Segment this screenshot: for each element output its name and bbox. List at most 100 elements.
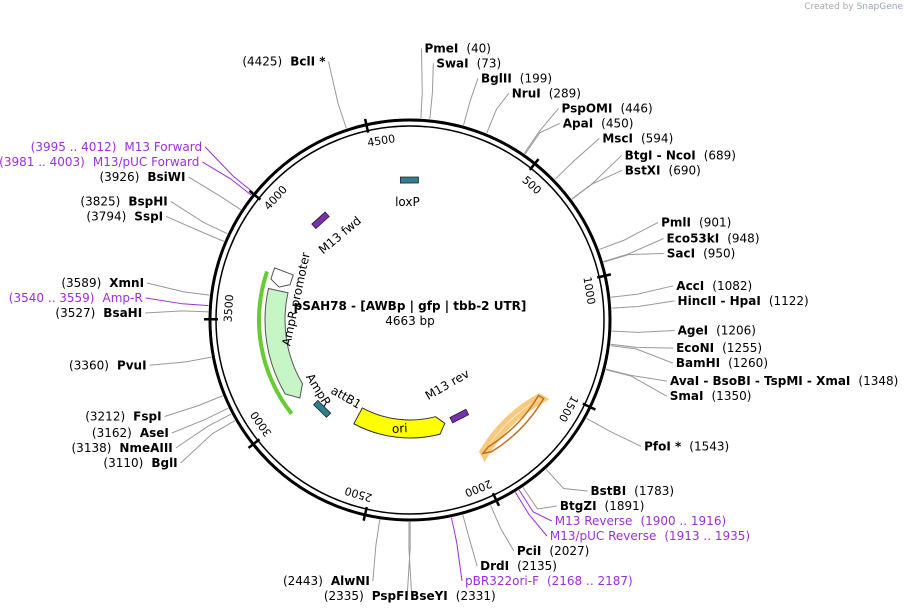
loxp-marker[interactable]: [400, 176, 419, 184]
site-alwni[interactable]: (2443)AlwNI: [283, 574, 370, 588]
site-pfoi[interactable]: PfoI *(1543): [644, 439, 729, 453]
site-pcii[interactable]: PciI(2027): [517, 544, 589, 558]
site-bseyi[interactable]: BseYI(2331): [410, 589, 496, 603]
label-name: PspOMI: [562, 101, 613, 115]
site-position: (594): [641, 131, 673, 145]
primer-range: (1900 .. 1916): [640, 514, 726, 528]
site-msci[interactable]: MscI(594): [602, 131, 673, 145]
attb1-label: attB1: [329, 383, 364, 411]
site-position: (3360): [69, 358, 109, 372]
site-position: (1348): [858, 374, 898, 388]
label-name: M13/pUC Reverse: [550, 529, 657, 543]
site-drdi[interactable]: DrdI(2135): [480, 559, 557, 573]
site-leader-line: [175, 413, 232, 449]
site-smai[interactable]: SmaI(1350): [670, 389, 752, 403]
primer-m13-puc-forward[interactable]: (3981 .. 4003)M13/pUC Forward: [0, 155, 199, 169]
site-position: (3162): [92, 426, 132, 440]
site-pmli[interactable]: PmlI(901): [661, 215, 731, 229]
label-name: HincII - HpaI: [678, 294, 761, 308]
site-leader-line: [610, 285, 674, 298]
primer-pbr322ori-f[interactable]: pBR322ori-F(2168 .. 2187): [465, 574, 633, 588]
site-nmeaiii[interactable]: (3138)NmeAIII: [72, 441, 173, 455]
label-name: M13/pUC Forward: [93, 155, 200, 169]
site-apai[interactable]: ApaI(450): [563, 116, 634, 130]
label-name: BglI: [151, 456, 177, 470]
label-name: PspFI: [372, 589, 409, 603]
site-avai-bsobi-tspmi-xmai[interactable]: AvaI - BsoBI - TspMI - XmaI (1348): [670, 374, 898, 388]
site-asei[interactable]: (3162)AseI: [92, 426, 169, 440]
ori-arrow[interactable]: [353, 407, 446, 439]
label-name: DrdI: [480, 559, 509, 573]
site-nrui[interactable]: NruI(289): [512, 86, 581, 100]
label-name: BsiWI: [147, 170, 185, 184]
label-name: PmlI: [661, 215, 691, 229]
site-leader-line: [611, 330, 675, 333]
site-btgzi[interactable]: BtgZI(1891): [560, 499, 645, 513]
credit-prefix: Created by: [804, 2, 854, 12]
site-bgli[interactable]: (3110) BglI: [103, 456, 177, 470]
site-leader-line: [463, 78, 479, 126]
site-leader-line: [146, 282, 210, 296]
site-leader-line: [523, 108, 559, 154]
site-position: (3110): [103, 456, 143, 470]
primer-amp-r[interactable]: (3540 .. 3559)Amp-R: [9, 291, 143, 305]
site-pspomi[interactable]: PspOMI(446): [562, 101, 653, 115]
site-bsiwi[interactable]: (3926)BsiWI: [99, 170, 185, 184]
primer-range: (1913 .. 1935): [664, 529, 750, 543]
site-bsahi[interactable]: (3527)BsaHI: [55, 306, 142, 320]
site-bsphi[interactable]: (3825)BspHI: [80, 194, 167, 208]
site-position: (3527): [55, 306, 95, 320]
site-bglii[interactable]: BglII(199): [481, 71, 552, 85]
attb1-marker[interactable]: [313, 399, 332, 418]
label-name: NruI: [512, 86, 541, 100]
label-name: EcoNI: [676, 341, 714, 355]
ampr-promoter-arrow[interactable]: [270, 267, 294, 288]
site-leader-line: [603, 238, 664, 263]
ampr-arrow[interactable]: [264, 287, 304, 399]
site-position: (40): [466, 41, 491, 55]
site-hincii-hpai[interactable]: HincII - HpaI(1122): [678, 294, 809, 308]
m13-fwd-marker[interactable]: [311, 211, 330, 230]
site-eco53ki[interactable]: Eco53kI(948): [667, 231, 760, 245]
site-acci[interactable]: AccI(1082): [676, 279, 752, 293]
primer-leader-line: [518, 489, 552, 522]
site-bamhi[interactable]: BamHI(1260): [676, 356, 768, 370]
label-name: BamHI: [676, 356, 720, 370]
site-leader-line: [149, 356, 212, 366]
site-pspfi[interactable]: (2335)PspFI: [324, 589, 409, 603]
site-xmni[interactable]: (3589)XmnI: [61, 276, 144, 290]
site-agei[interactable]: AgeI(1206): [678, 324, 756, 338]
site-sspi[interactable]: (3794)SspI: [86, 209, 163, 223]
site-fspi[interactable]: (3212)FspI: [85, 409, 161, 423]
site-pmei[interactable]: PmeI (40): [424, 41, 491, 55]
site-pvui[interactable]: (3360)PvuI: [69, 358, 147, 372]
site-position: (689): [704, 148, 736, 162]
site-bstxi[interactable]: BstXI(690): [625, 163, 701, 177]
site-leader-line: [164, 395, 223, 417]
tick-mark: [528, 158, 540, 171]
label-name: PmeI: [424, 41, 458, 55]
site-swai[interactable]: SwaI(73): [436, 56, 501, 70]
site-bstbi[interactable]: BstBI(1783): [591, 484, 675, 498]
label-name: ApaI: [563, 116, 593, 130]
site-position: (1082): [712, 279, 752, 293]
site-bcli[interactable]: (4425)BclI *: [242, 55, 326, 69]
site-saci[interactable]: SacI(950): [667, 246, 736, 260]
m13-rev-marker[interactable]: [449, 408, 470, 424]
primer-m13-forward[interactable]: (3995 .. 4012)M13 Forward: [31, 140, 202, 154]
site-leader-line: [611, 300, 675, 309]
tick-mark: [491, 492, 501, 507]
tick-mark: [596, 273, 612, 279]
label-name: AlwNI: [331, 574, 370, 588]
orange-feature-arrow[interactable]: [481, 394, 545, 455]
label-name: M13 Forward: [124, 140, 202, 154]
site-econi[interactable]: EcoNI(1255): [676, 341, 762, 355]
site-btgi-ncoi[interactable]: BtgI - NcoI(689): [625, 148, 736, 162]
site-leader-line: [490, 505, 515, 552]
site-leader-line: [408, 521, 413, 597]
site-position: (2331): [456, 589, 496, 603]
primer-m13-puc-reverse[interactable]: M13/pUC Reverse (1913 .. 1935): [550, 529, 750, 543]
label-name: AvaI - BsoBI - TspMI - XmaI: [670, 374, 850, 388]
site-leader-line: [165, 215, 225, 242]
primer-m13-reverse[interactable]: M13 Reverse(1900 .. 1916): [555, 514, 726, 528]
